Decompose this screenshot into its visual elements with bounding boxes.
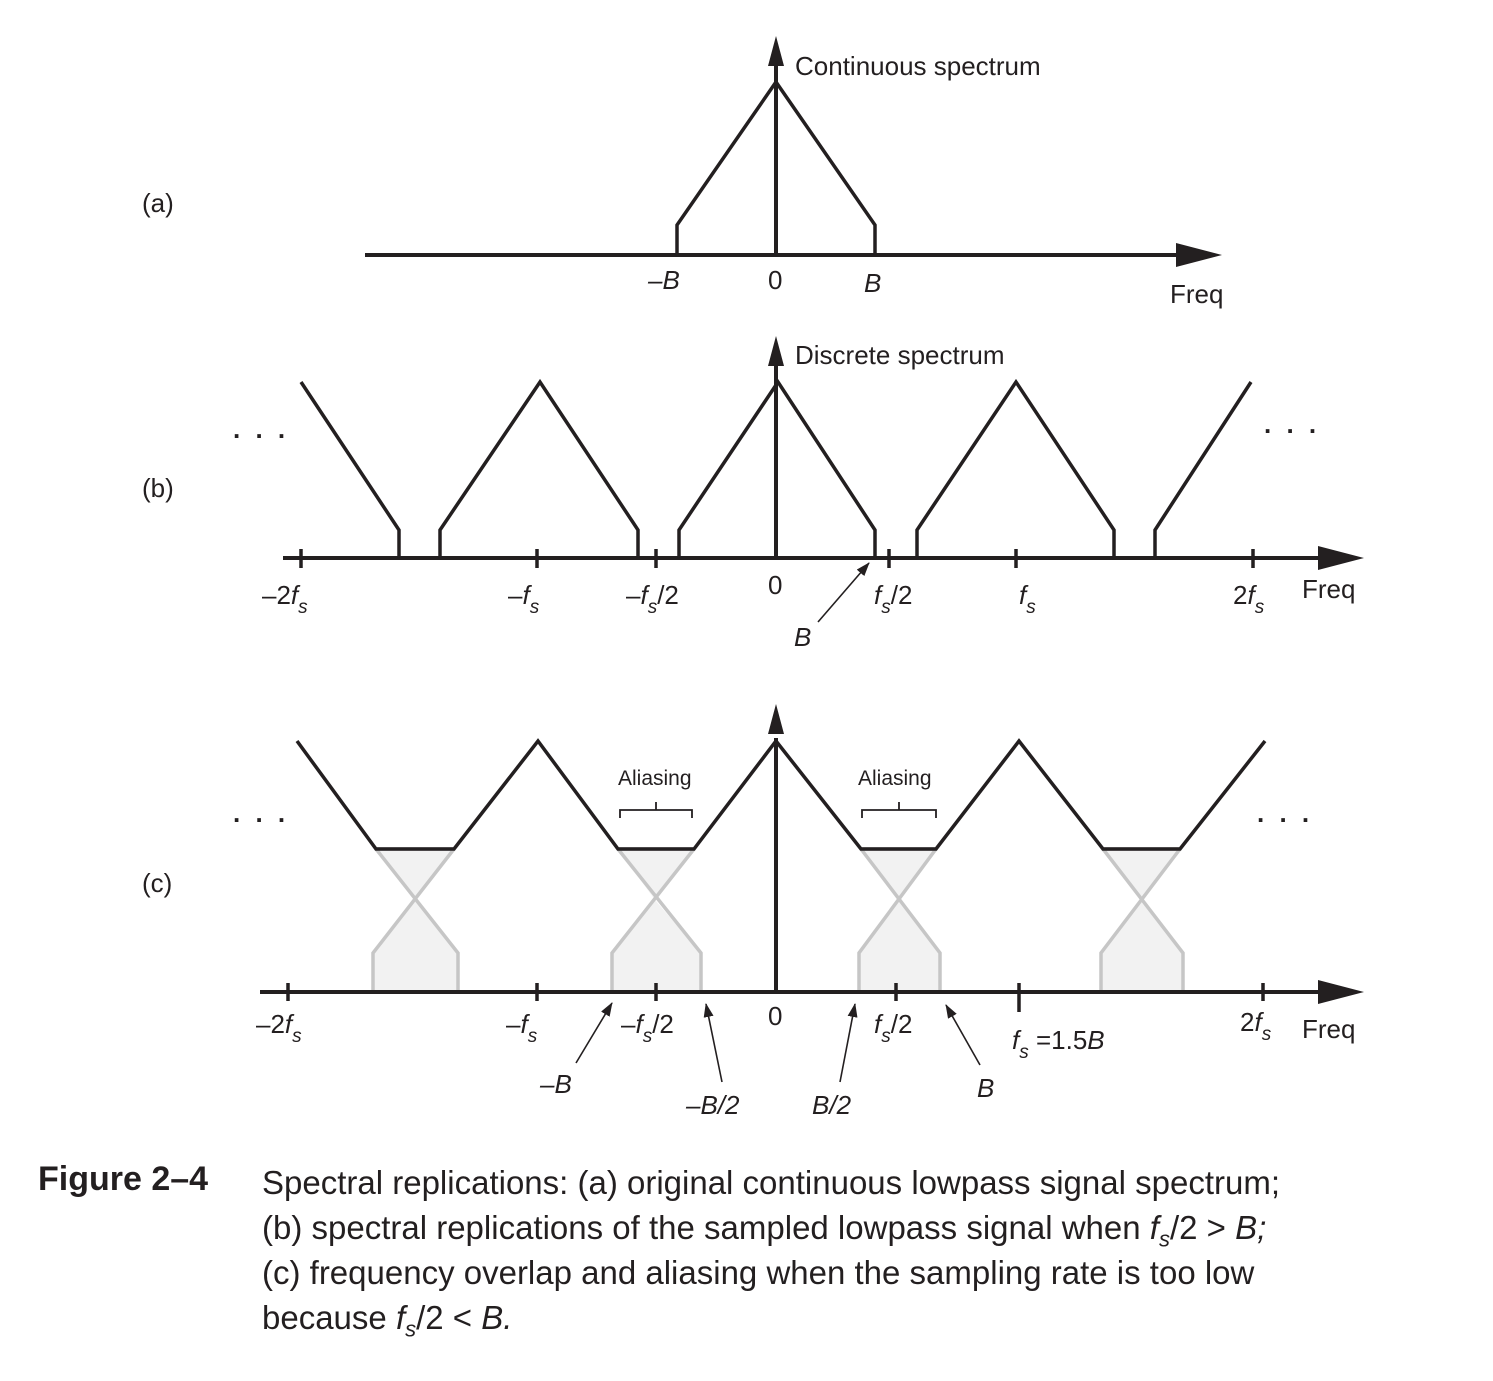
- tick-label-zero-a: 0: [768, 265, 782, 295]
- ellipsis-right-c: . . .: [1257, 798, 1313, 828]
- discrete-spectrum-title: Discrete spectrum: [795, 340, 1005, 370]
- ellipsis-right-b: . . .: [1264, 409, 1320, 439]
- tick-label-b-a: B: [864, 268, 881, 298]
- replica-minus-2fs-b: [299, 381, 401, 558]
- aliasing-annotation-left: Aliasing: [618, 767, 693, 818]
- ellipsis-left-b: . . .: [233, 414, 289, 444]
- svg-text:fs =1.5B: fs =1.5B: [1012, 1025, 1105, 1063]
- tick-label-minus-2fs-c: –2fs: [256, 1009, 302, 1047]
- tick-label-half-fs-c: fs/2: [874, 1009, 912, 1047]
- pointer-minus-b-half-arrow: [703, 1003, 723, 1083]
- amplitude-axis-arrow-b: [768, 336, 784, 366]
- freq-axis-arrow-b: [1318, 546, 1364, 570]
- pointer-b-half-label: B/2: [812, 1090, 852, 1120]
- caption-text: Spectral replications: (a) original cont…: [262, 1160, 1482, 1340]
- svg-text:–2fs: –2fs: [262, 580, 308, 618]
- panel-c: (c) . . . . . .: [142, 704, 1364, 1120]
- svg-text:2fs: 2fs: [1233, 580, 1265, 618]
- tick-label-2fs-c: 2fs: [1240, 1007, 1272, 1045]
- svg-text:2fs: 2fs: [1240, 1007, 1272, 1045]
- pointer-minus-b-arrow: [575, 1002, 613, 1064]
- freq-label-c: Freq: [1302, 1014, 1355, 1044]
- ellipsis-left-c: . . .: [233, 798, 289, 828]
- tick-label-minus-half-fs-c: –fs/2: [621, 1009, 674, 1047]
- amplitude-axis-arrow-c: [768, 704, 784, 734]
- tick-label-minus-2fs-b: –2fs: [262, 580, 308, 618]
- svg-text:–fs/2: –fs/2: [626, 580, 679, 618]
- aliasing-annotation-right: Aliasing: [858, 767, 937, 818]
- tick-label-minus-half-fs-b: –fs/2: [626, 580, 679, 618]
- caption-line-2: (b) spectral replications of the sampled…: [262, 1209, 1267, 1252]
- freq-label-b: Freq: [1302, 574, 1355, 604]
- svg-text:–fs: –fs: [508, 580, 540, 618]
- pointer-minus-b-half-label: –B/2: [685, 1090, 740, 1120]
- replica-fs-b: [915, 378, 1116, 558]
- continuous-spectrum-shape: [675, 78, 877, 255]
- aliasing-label-left: Aliasing: [618, 767, 692, 790]
- pointer-minus-b-label: –B: [539, 1069, 572, 1099]
- alias-region-1: [371, 847, 460, 990]
- freq-label-a: Freq: [1170, 279, 1223, 309]
- pointer-b-label-c: B: [977, 1073, 994, 1103]
- tick-label-zero-b: 0: [768, 570, 782, 600]
- caption-line-3: (c) frequency overlap and aliasing when …: [262, 1254, 1255, 1291]
- tick-label-minus-fs-b: –fs: [508, 580, 540, 618]
- svg-text:–fs/2: –fs/2: [621, 1009, 674, 1047]
- pointer-b-arrow-c: [945, 1004, 981, 1066]
- amplitude-axis-arrow-a: [768, 36, 784, 66]
- alias-region-2: [610, 847, 703, 990]
- pointer-b-arrow: [817, 562, 870, 623]
- svg-text:fs: fs: [1019, 580, 1036, 618]
- figure-number: Figure 2–4: [38, 1160, 209, 1198]
- tick-label-2fs-b: 2fs: [1233, 580, 1265, 618]
- panel-b-label: (b): [142, 473, 174, 503]
- replica-minus-fs-b: [438, 378, 640, 558]
- aliased-spectrum-outline: [295, 738, 1267, 851]
- panel-c-label: (c): [142, 868, 172, 898]
- tick-label-fs-c: fs =1.5B: [1012, 1025, 1105, 1063]
- svg-text:–2fs: –2fs: [256, 1009, 302, 1047]
- panel-b: (b) . . . . . . Discrete spectrum –2fs –…: [142, 336, 1364, 652]
- pointer-b-half-arrow: [839, 1003, 858, 1083]
- svg-text:fs/2: fs/2: [874, 580, 912, 618]
- replica-2fs-b: [1153, 381, 1253, 558]
- alias-region-4: [1099, 847, 1185, 990]
- panel-a: (a) Continuous spectrum –B 0 B Freq: [142, 36, 1223, 309]
- panel-a-label: (a): [142, 188, 174, 218]
- svg-text:–fs: –fs: [506, 1009, 538, 1047]
- pointer-b-label: B: [794, 622, 811, 652]
- freq-axis-arrow-c: [1318, 980, 1364, 1004]
- continuous-spectrum-title: Continuous spectrum: [795, 51, 1041, 81]
- caption-line-1: Spectral replications: (a) original cont…: [262, 1164, 1280, 1201]
- spectral-replication-diagram: (a) Continuous spectrum –B 0 B Freq (b) …: [142, 36, 1364, 1120]
- tick-label-fs-b: fs: [1019, 580, 1036, 618]
- tick-label-zero-c: 0: [768, 1001, 782, 1031]
- tick-label-half-fs-b: fs/2: [874, 580, 912, 618]
- tick-label-minus-fs-c: –fs: [506, 1009, 538, 1047]
- svg-text:fs/2: fs/2: [874, 1009, 912, 1047]
- caption-line-4: because fs/2 < B.: [262, 1299, 513, 1342]
- tick-label-minus-b-a: –B: [647, 265, 680, 295]
- freq-axis-arrow-a: [1176, 243, 1222, 267]
- replica-baseband-b: [677, 378, 877, 558]
- aliasing-label-right: Aliasing: [858, 767, 932, 790]
- alias-region-3: [857, 847, 942, 990]
